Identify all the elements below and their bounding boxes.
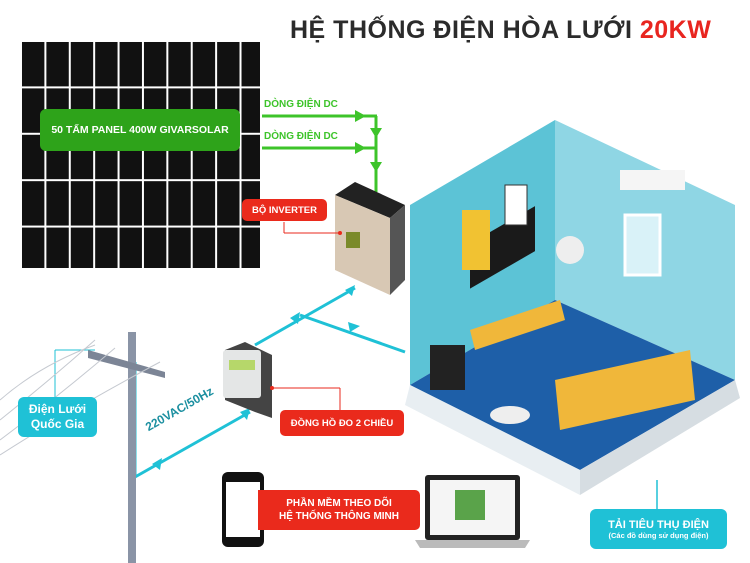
software-label-line1: PHẦN MỀM THEO DÕI — [286, 498, 392, 509]
utility-pole — [0, 332, 165, 563]
arrow-icon — [355, 142, 366, 154]
arrow-icon — [348, 322, 360, 332]
laptop — [415, 475, 530, 548]
grid-label-line1: Điện Lưới — [28, 402, 87, 416]
arrow-icon — [290, 312, 300, 324]
dc-current-label-2: DÒNG ĐIỆN DC — [264, 131, 338, 142]
title-text: HỆ THỐNG ĐIỆN HÒA LƯỚI — [290, 16, 640, 44]
meter-device — [223, 342, 272, 418]
grid-label-line2: Quốc Gia — [30, 417, 85, 431]
meter-label: ĐỒNG HỒ ĐO 2 CHIỀU — [280, 410, 404, 436]
load-label-subtitle: (Các đồ dùng sử dụng điện) — [608, 530, 709, 540]
solar-panel-label: 50 TẤM PANEL 400W GIVARSOLAR — [40, 109, 240, 151]
smartphone — [222, 472, 264, 547]
load-label-title: TẢI TIÊU THỤ ĐIỆN — [608, 518, 709, 531]
title-highlight: 20KW — [639, 16, 712, 44]
page-title: HỆ THỐNG ĐIỆN HÒA LƯỚI 20KW — [290, 16, 711, 45]
arrow-icon — [370, 128, 382, 138]
arrow-icon — [240, 408, 250, 420]
software-label: PHẦN MỀM THEO DÕI HỆ THỐNG THÔNG MINH — [258, 490, 420, 530]
room-illustration — [405, 120, 740, 495]
software-label-line2: HỆ THỐNG THÔNG MINH — [279, 511, 399, 522]
arrow-icon — [152, 458, 162, 470]
inverter-label: BỘ INVERTER — [242, 199, 327, 221]
inverter-device — [335, 182, 405, 295]
arrow-icon — [355, 110, 366, 122]
solar-panel-array — [18, 38, 262, 270]
arrow-icon — [345, 285, 355, 296]
load-label: TẢI TIÊU THỤ ĐIỆN(Các đồ dùng sử dụng đi… — [590, 509, 727, 549]
arrow-icon — [370, 162, 382, 172]
dc-current-label-1: DÒNG ĐIỆN DC — [264, 99, 338, 110]
